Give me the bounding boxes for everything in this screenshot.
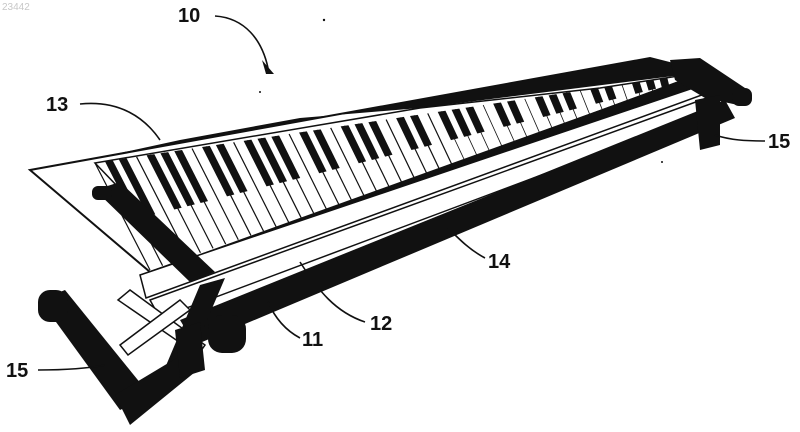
- label-11: 11: [302, 329, 323, 351]
- speck: [323, 19, 325, 21]
- leader-14: [448, 228, 485, 258]
- left-leg-assembly: [38, 278, 246, 425]
- label-14: 14: [488, 251, 511, 273]
- watermark-text: 23442: [2, 2, 30, 13]
- frame-knob: [208, 315, 246, 353]
- right-leg: [695, 95, 720, 150]
- keyboard-left-knob: [92, 186, 112, 200]
- left-leg-cap: [38, 290, 68, 322]
- leader-13: [80, 103, 160, 140]
- speck: [259, 91, 261, 93]
- right-end-knob: [732, 88, 752, 106]
- label-13: 13: [46, 94, 68, 116]
- label-10: 10: [178, 5, 200, 27]
- label-15-left: 15: [6, 360, 28, 382]
- speck: [661, 161, 663, 163]
- label-15-right: 15: [768, 131, 790, 153]
- leader-15-right: [715, 135, 765, 141]
- arrowhead-10: [262, 60, 274, 74]
- frame-lower: [175, 322, 205, 378]
- leader-10: [215, 16, 268, 68]
- label-12: 12: [370, 313, 392, 335]
